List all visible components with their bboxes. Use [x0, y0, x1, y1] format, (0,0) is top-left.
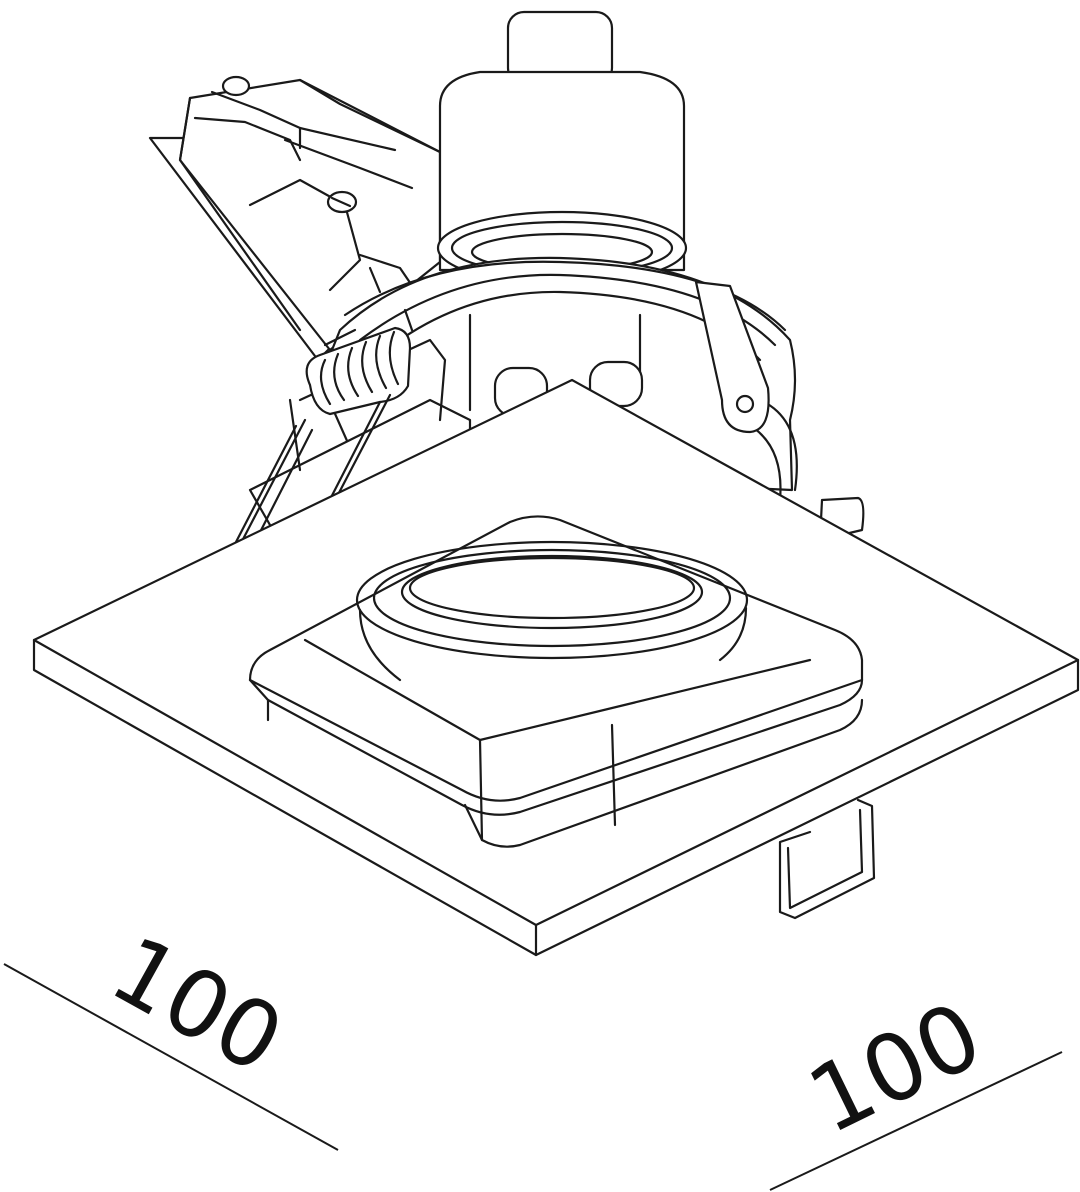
dimension-right: 100 [769, 982, 1063, 1191]
screw-icon [221, 75, 251, 97]
dimension-line [3, 963, 339, 1151]
dimension-line [769, 1051, 1063, 1191]
trim-opening [248, 515, 864, 848]
junction-box [148, 75, 442, 362]
dimension-label-left: 100 [94, 916, 299, 1095]
dimension-left: 100 [3, 916, 339, 1151]
clip-bracket-right [694, 280, 770, 434]
spring-clip-right [778, 798, 876, 920]
dimension-label-right: 100 [793, 982, 998, 1155]
rivet-icon [735, 394, 755, 414]
lamp-socket [436, 10, 688, 286]
